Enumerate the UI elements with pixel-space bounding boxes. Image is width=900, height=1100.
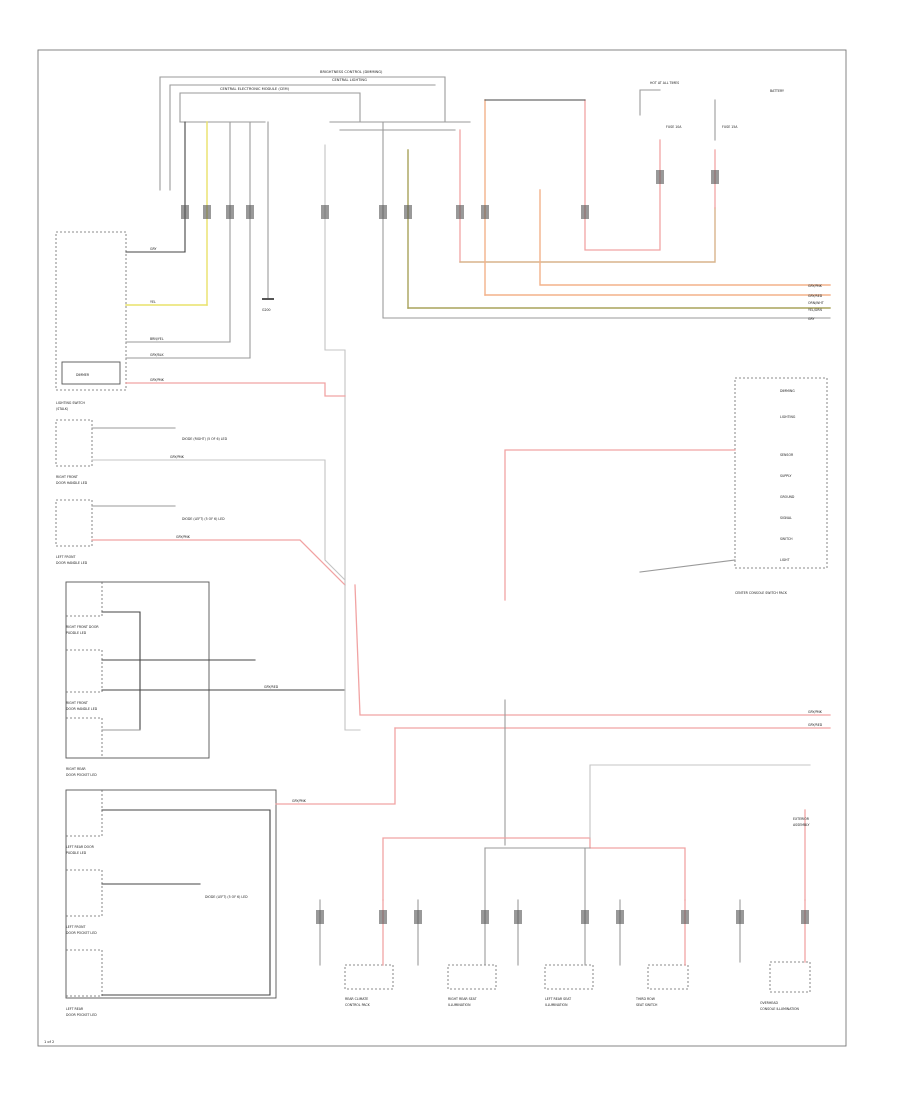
right-edge-label-2: GRY/RED: [808, 294, 823, 298]
rr-seat-sub: ILLUMINATION: [448, 1003, 471, 1007]
lf-pocket-label: LEFT FRONT: [66, 925, 85, 929]
third-row-sub: SEAT SWITCH: [636, 1003, 658, 1007]
connector-blocks: [181, 170, 809, 924]
rf-group-wire: GRY/RED: [264, 685, 279, 689]
fuse-a-label: FUSE 10A: [666, 125, 682, 129]
right-edge-labels: GRY/PNK GRY/RED ORN/WHT YEL/GRN GRY: [808, 284, 824, 321]
right-door-group: RIGHT FRONT DOOR PUDDLE LED RIGHT FRONT …: [65, 581, 346, 777]
lf-pocket-dest: DIODE (LEFT) (5 OF 6) LED: [205, 895, 248, 899]
lf-handle-wire: GRY/PNK: [176, 535, 191, 539]
left-rear-seat-illumination: LEFT REAR SEAT ILLUMINATION: [517, 847, 594, 1007]
overhead-sub: CONSOLE ILLUMINATION: [760, 1007, 800, 1011]
pin-8: LIGHT: [780, 558, 790, 562]
rf-door-handle-dest: DIODE (RIGHT) (5 OF 6) LED: [182, 437, 228, 441]
bus1-label: BRIGHTNESS CONTROL (DIMMING): [320, 70, 383, 74]
center-console-switch-pack: CENTER CONSOLE SWITCH PACK DIMMING LIGHT…: [504, 377, 828, 601]
overhead-label: OVERHEAD: [760, 1001, 778, 1005]
rear-climate-sub: CONTROL PACK: [345, 1003, 371, 1007]
lighting-switch-sub: (STALK): [56, 407, 68, 411]
right-edge-label-5: GRY: [808, 317, 814, 321]
lf-door-handle-sub: DOOR HANDLE LED: [56, 561, 88, 565]
bottom-feed: EXTERIOR ASSEMBLY: [382, 699, 811, 901]
rf-handle2-sub: DOOR HANDLE LED: [66, 707, 98, 711]
pin-7: SWITCH: [780, 537, 793, 541]
cem-drops: G200: [184, 121, 274, 359]
rf-door-handle-sub: DOOR HANDLE LED: [56, 481, 88, 485]
fuse-b-label: FUSE 15A: [722, 125, 738, 129]
lighting-switch-label: LIGHTING SWITCH: [56, 401, 85, 405]
wire-label-gryblk: GRY/BLK: [150, 353, 164, 357]
top-bus-group: BRIGHTNESS CONTROL (DIMMING) CENTRAL LIG…: [159, 70, 471, 191]
mid-edge-label-1: GRY/PNK: [808, 710, 823, 714]
right-edge-label-1: GRY/PNK: [808, 284, 823, 288]
left-front-door-handle: LEFT FRONT DOOR HANDLE LED DIODE (LEFT) …: [55, 499, 346, 586]
rf-handle2-label: RIGHT FRONT: [66, 701, 88, 705]
battery-label: BATTERY: [770, 89, 784, 93]
lf-door-handle-dest: DIODE (LEFT) (5 OF 6) LED: [182, 517, 225, 521]
rf-puddle-sub: PUDDLE LED: [66, 631, 87, 635]
mid-edge-label-2: GRY/RED: [808, 723, 823, 727]
rr-pocket-sub: DOOR POCKET LED: [66, 773, 97, 777]
right-front-door-handle: RIGHT FRONT DOOR HANDLE LED DIODE (RIGHT…: [55, 419, 346, 581]
left-door-group: LEFT REAR DOOR PUDDLE LED LEFT FRONT DOO…: [65, 727, 396, 1017]
lr-puddle-sub: PUDDLE LED: [66, 851, 87, 855]
pin-2: LIGHTING: [780, 415, 796, 419]
right-edge-label-4: YEL/GRN: [808, 308, 822, 312]
switch-pack-label: CENTER CONSOLE SWITCH PACK: [735, 591, 788, 595]
bus2-label: CENTRAL LIGHTING: [332, 78, 367, 82]
rf-door-handle-label: RIGHT FRONT: [56, 475, 78, 479]
bus3-label: CENTRAL ELECTRONIC MODULE (CEM): [220, 87, 290, 91]
wire-label-grypnk: GRY/PNK: [150, 378, 165, 382]
rear-climate-label: REAR CLIMATE: [345, 997, 368, 1001]
lr-seat-label: LEFT REAR SEAT: [545, 997, 571, 1001]
rf-handle-wire: GRY/PNK: [170, 455, 185, 459]
left-group-wire: GRY/PNK: [292, 799, 307, 803]
third-row-label: THIRD ROW: [635, 997, 656, 1001]
ground-label: G200: [262, 308, 271, 312]
wire-label-yel: YEL: [150, 300, 156, 304]
third-row-seat-switch: THIRD ROW SEAT SWITCH: [619, 899, 689, 1007]
lighting-switch: DIMMER LIGHTING SWITCH (STALK) GRY YEL B…: [55, 231, 346, 411]
lr-seat-sub: ILLUMINATION: [545, 1003, 568, 1007]
exterior-lamp-label: EXTERIOR: [793, 817, 810, 821]
diagram-frame: [37, 49, 847, 1047]
lr-pocket-label: LEFT REAR: [66, 1007, 84, 1011]
pin-6: SIGNAL: [780, 516, 792, 520]
rr-pocket-label: RIGHT REAR: [66, 767, 86, 771]
pin-5: GROUND: [780, 495, 795, 499]
pin-3: SENSOR: [780, 453, 794, 457]
dimmer-label: DIMMER: [76, 373, 90, 377]
lr-pocket-sub: DOOR POCKET LED: [66, 1013, 97, 1017]
right-edge-label-3: ORN/WHT: [808, 301, 824, 305]
lf-door-handle-label: LEFT FRONT: [56, 555, 75, 559]
exterior-lamp-sub: ASSEMBLY: [793, 823, 810, 827]
wire-label-brnyel: BRN/YEL: [150, 337, 164, 341]
pin-4: SUPPLY: [780, 474, 792, 478]
frame-label: 1 of 2: [44, 1040, 54, 1044]
lf-pocket-sub: DOOR POCKET LED: [66, 931, 97, 935]
pin-1: DIMMING: [780, 389, 795, 393]
rf-puddle-label: RIGHT FRONT DOOR: [66, 625, 99, 629]
mid-pink-run: GRY/PNK GRY/RED: [344, 584, 831, 731]
lr-puddle-label: LEFT REAR DOOR: [66, 845, 95, 849]
wire-label-gry-top: GRY: [150, 247, 156, 251]
right-rear-seat-illumination: RIGHT REAR SEAT ILLUMINATION: [417, 847, 497, 1007]
center-drops: HOT AT ALL TIMES BATTERY FUSE 10A FUSE 1…: [324, 81, 831, 586]
ground-g200: [262, 298, 274, 300]
overhead-console: OVERHEAD CONSOLE ILLUMINATION: [739, 899, 811, 1011]
fuse-block-label: HOT AT ALL TIMES: [650, 81, 679, 85]
rr-seat-label: RIGHT REAR SEAT: [448, 997, 477, 1001]
